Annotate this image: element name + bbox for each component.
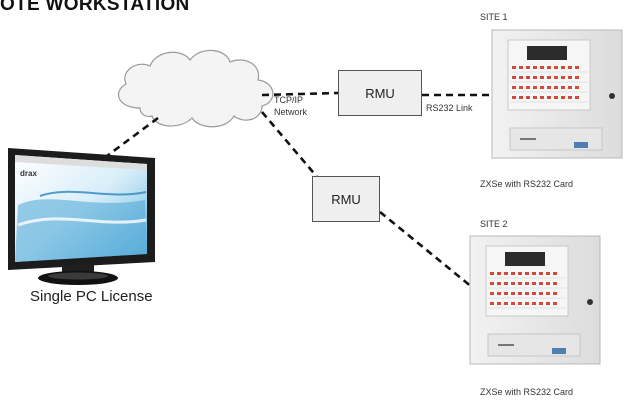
rmu2-box: RMU (312, 176, 380, 222)
rmu1-box: RMU (338, 70, 422, 116)
monitor-icon: drax (8, 148, 155, 285)
rs232-link-label: RS232 Link (426, 103, 473, 113)
site1-title: SITE 1 (480, 12, 508, 22)
site1-caption: ZXSe with RS232 Card (480, 179, 574, 189)
monitor-brand-text: drax (20, 169, 37, 178)
cloud-icon (117, 49, 274, 128)
network-label-line2: Network (274, 107, 308, 117)
site1-fire-panel-icon (491, 29, 623, 159)
cloud-to-rmu1-link (261, 91, 339, 97)
network-label-line1: TCP/IP (274, 95, 304, 105)
page-heading: OTE WORKSTATION (0, 0, 190, 15)
cloud-to-rmu2-link (261, 111, 319, 179)
rmu2-to-site2-link (379, 210, 479, 294)
site2-fire-panel-icon (469, 235, 601, 365)
pc-license-caption: Single PC License (30, 288, 153, 305)
site2-title: SITE 2 (480, 219, 508, 229)
site2-caption: ZXSe with RS232 Card (480, 387, 574, 397)
